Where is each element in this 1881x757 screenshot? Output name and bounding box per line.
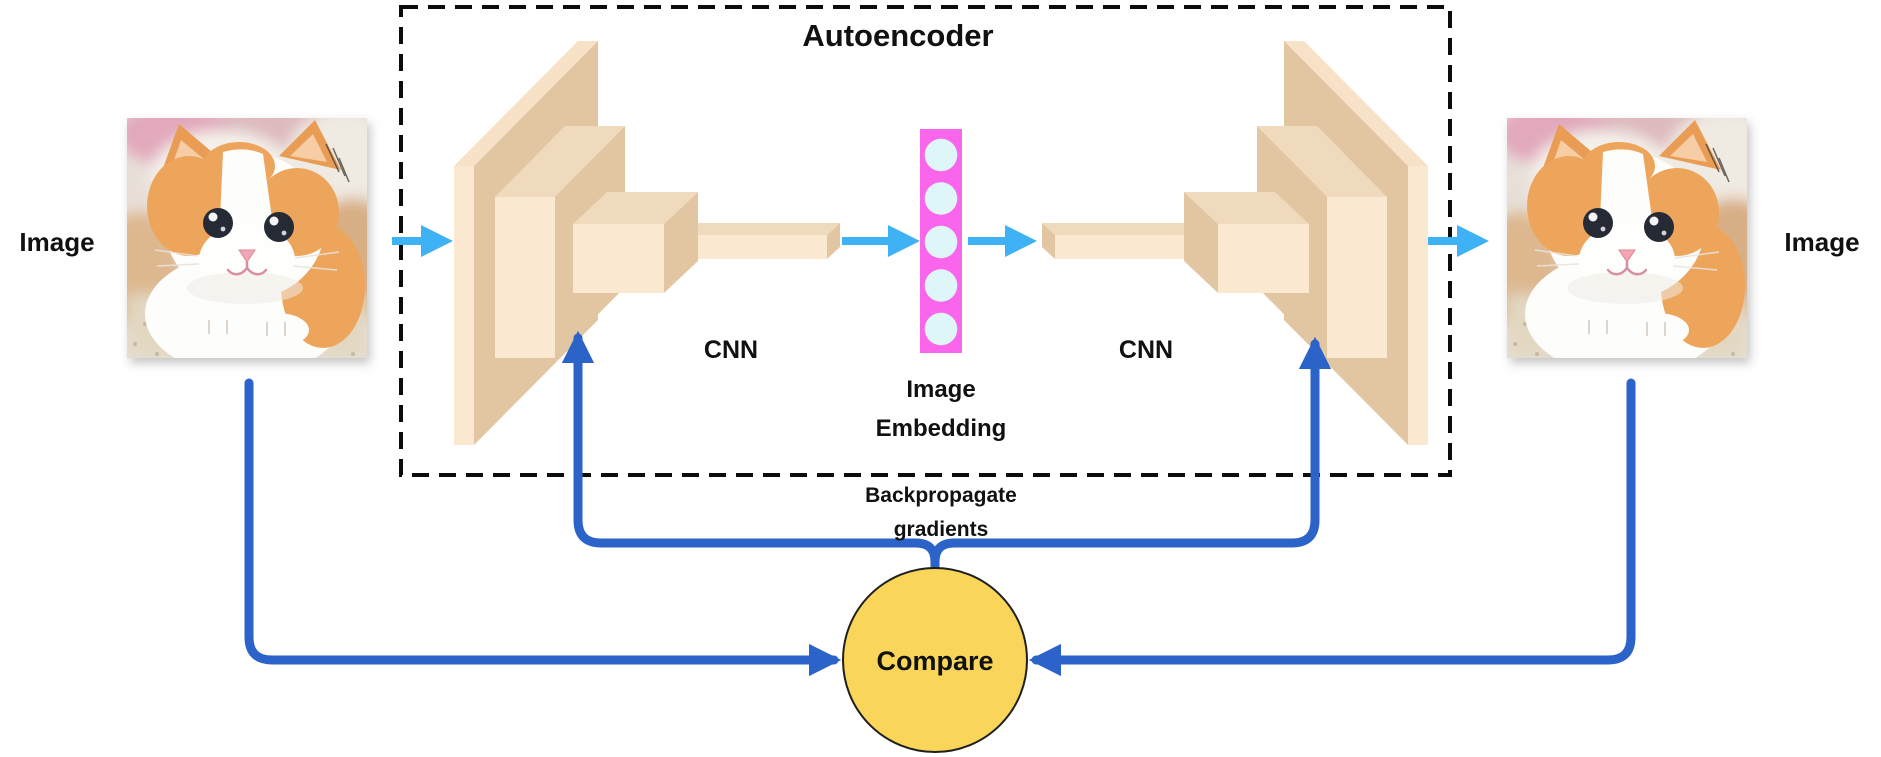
embedding-label-line1: Image <box>906 376 975 403</box>
compare-label: Compare <box>876 646 993 676</box>
input-cat-image <box>97 98 399 376</box>
encoder-layer-4 <box>677 223 840 259</box>
decoder-cnn-layers <box>1042 41 1428 445</box>
encoder-layer-3 <box>573 192 698 293</box>
embedding-unit-circle <box>924 225 958 259</box>
backprop-label-line2: gradients <box>894 518 989 541</box>
embedding-unit-circle <box>924 269 958 302</box>
embedding-unit-circle <box>924 182 958 215</box>
compare-node-circle <box>842 567 1028 753</box>
backprop-arrow-to-encoder <box>561 330 940 573</box>
embedding-unit-circle <box>924 138 958 172</box>
embedding-label-line2: Embedding <box>876 415 1007 442</box>
autoencoder-title: Autoencoder <box>802 18 993 53</box>
output-image-to-compare-arrow <box>1028 378 1636 677</box>
encoder-cnn-label: CNN <box>704 336 758 364</box>
backprop-label-line1: Backpropagate <box>865 484 1017 507</box>
output-cat-image <box>1477 98 1779 376</box>
image-embedding-vector <box>920 129 962 353</box>
decoder-cnn-label: CNN <box>1119 336 1173 364</box>
embedding-unit-circle <box>924 312 958 346</box>
right-image-label: Image <box>1784 227 1859 257</box>
embedding-units <box>924 138 958 346</box>
encoder-cnn-layers <box>454 41 840 445</box>
left-image-label: Image <box>19 227 94 257</box>
decoder-layer-3 <box>1184 192 1309 293</box>
input-image-to-compare-arrow <box>244 378 842 677</box>
backprop-arrow-to-decoder <box>930 336 1332 573</box>
decoder-layer-4 <box>1042 223 1205 259</box>
